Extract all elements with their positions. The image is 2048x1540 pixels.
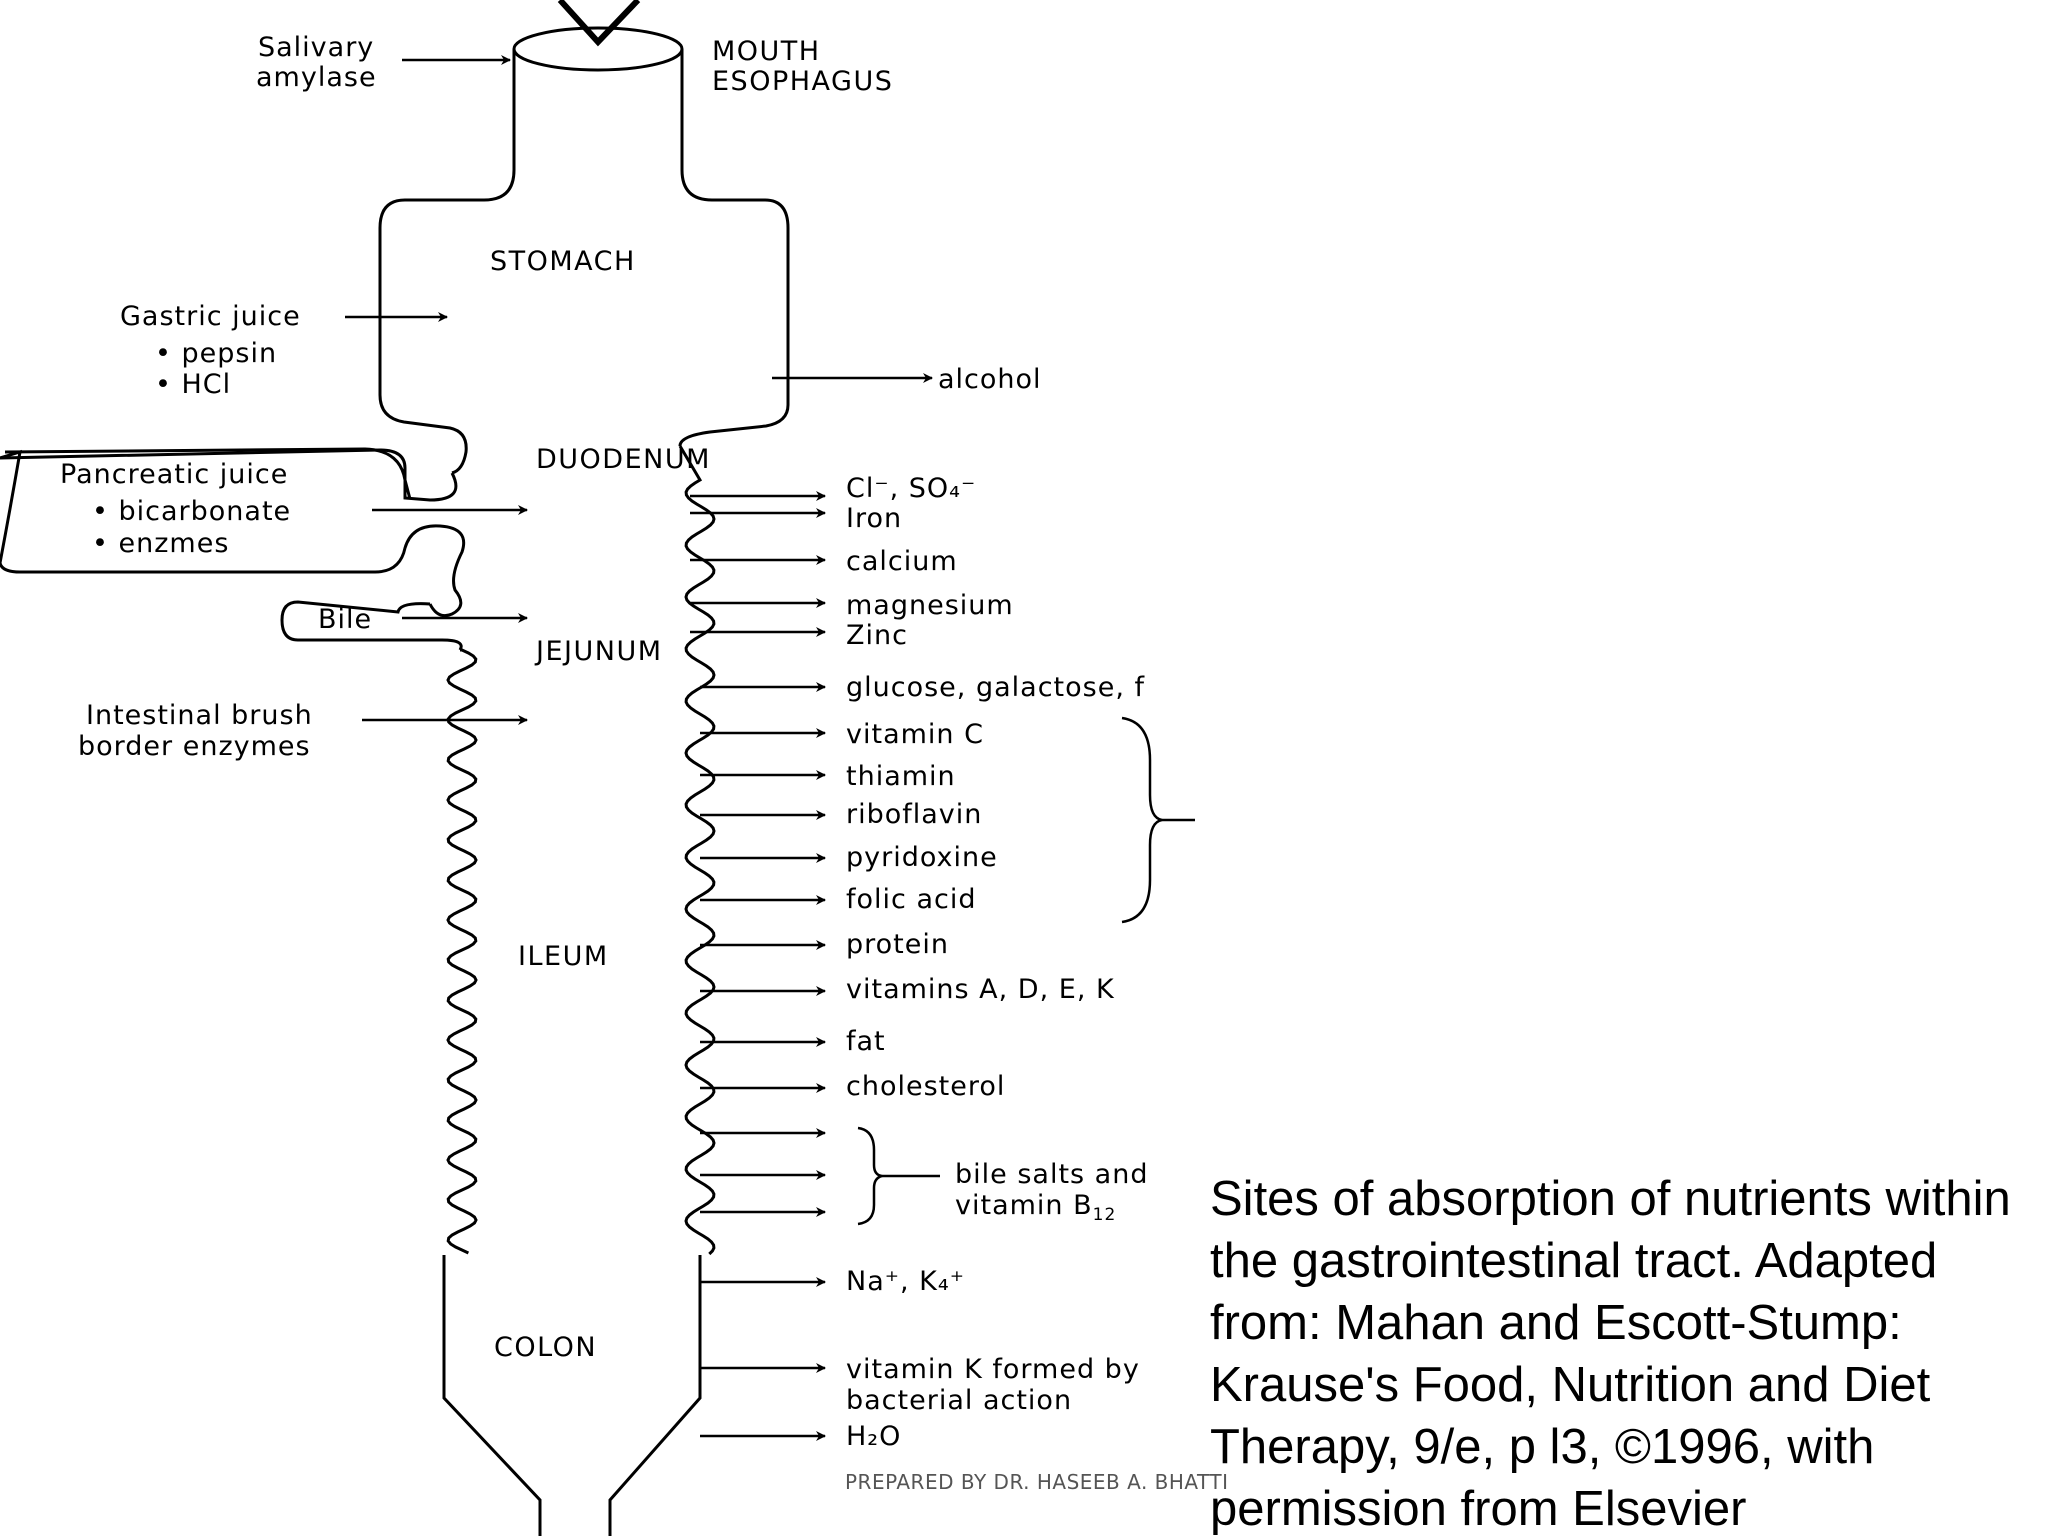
left-intestinal-wall bbox=[446, 648, 478, 1255]
brush-label-1: Intestinal brush bbox=[86, 700, 313, 731]
colon-right-wall bbox=[608, 1255, 702, 1536]
intake-arrow-icon bbox=[557, 0, 641, 47]
fat-label: fat bbox=[846, 1026, 886, 1057]
right-intestinal-wall bbox=[678, 445, 716, 1256]
pyridoxine-label: pyridoxine bbox=[846, 842, 998, 873]
bile-salts-label-2-text: vitamin B bbox=[955, 1190, 1093, 1221]
h2o-label: H₂O bbox=[846, 1421, 901, 1452]
bile-salts-label-2-sub: 12 bbox=[1093, 1205, 1117, 1225]
cl-so4-label: Cl⁻, SO₄⁻ bbox=[846, 473, 976, 504]
secretion-labels: Salivary amylase Gastric juice • pepsin … bbox=[60, 32, 377, 762]
pancreatic-bicarbonate: • bicarbonate bbox=[92, 496, 291, 527]
jejunum-label: JEJUNUM bbox=[534, 636, 663, 667]
bile-label: Bile bbox=[318, 604, 372, 635]
figure-caption: Sites of absorption of nutrients within … bbox=[1210, 1172, 2011, 1536]
protein-label: protein bbox=[846, 929, 949, 960]
esophagus-label: ESOPHAGUS bbox=[712, 66, 893, 97]
zinc-label: Zinc bbox=[846, 620, 908, 651]
pancreatic-label: Pancreatic juice bbox=[60, 459, 288, 490]
absorption-arrows bbox=[690, 373, 933, 1441]
gastric-label: Gastric juice bbox=[120, 301, 301, 332]
bile-salts-brace bbox=[857, 1126, 883, 1226]
vitamins-adek-label: vitamins A, D, E, K bbox=[846, 974, 1115, 1005]
vitamin-k-label-1: vitamin K formed by bbox=[846, 1354, 1140, 1385]
vitamin-c-label: vitamin C bbox=[846, 719, 984, 750]
gastric-pepsin: • pepsin bbox=[155, 338, 277, 369]
brush-label-2: border enzymes bbox=[78, 731, 311, 762]
riboflavin-label: riboflavin bbox=[846, 799, 982, 830]
salivary-label-2: amylase bbox=[256, 62, 377, 93]
duodenum-label: DUODENUM bbox=[536, 444, 711, 475]
mouth-label: MOUTH bbox=[712, 36, 821, 67]
ileum-label: ILEUM bbox=[518, 941, 609, 972]
colon-label: COLON bbox=[494, 1332, 597, 1363]
glucose-label: glucose, galactose, f bbox=[846, 672, 1145, 703]
stomach-label: STOMACH bbox=[490, 246, 636, 277]
tract-outline bbox=[0, 0, 790, 1536]
magnesium-label: magnesium bbox=[846, 590, 1014, 621]
secretion-arrows bbox=[345, 55, 528, 725]
alcohol-label: alcohol bbox=[938, 364, 1042, 395]
salivary-label-1: Salivary bbox=[258, 32, 374, 63]
credit-text: PREPARED BY DR. HASEEB A. BHATTI bbox=[845, 1470, 1229, 1494]
na-k-label: Na⁺, K₄⁺ bbox=[846, 1266, 965, 1297]
iron-label: Iron bbox=[846, 503, 902, 534]
pancreatic-box bbox=[4, 447, 412, 500]
absorbed-labels: alcohol Cl⁻, SO₄⁻ Iron calcium magnesium… bbox=[846, 364, 1148, 1452]
thiamin-label: thiamin bbox=[846, 761, 956, 792]
pancreatic-enzmes: • enzmes bbox=[92, 528, 229, 559]
b-vitamins-brace bbox=[1121, 716, 1163, 924]
vitamin-k-label-2: bacterial action bbox=[846, 1385, 1072, 1416]
calcium-label: calcium bbox=[846, 546, 958, 577]
region-labels: MOUTH ESOPHAGUS STOMACH DUODENUM JEJUNUM… bbox=[490, 36, 893, 1363]
colon-left-wall bbox=[442, 1255, 542, 1536]
cholesterol-label: cholesterol bbox=[846, 1071, 1005, 1102]
mouth-opening bbox=[512, 26, 684, 72]
gastric-hcl: • HCl bbox=[155, 369, 231, 400]
bile-duct bbox=[280, 600, 463, 651]
bile-salts-label-1: bile salts and bbox=[955, 1159, 1148, 1190]
bile-salts-label-2: vitamin B12 bbox=[955, 1190, 1116, 1225]
folic-acid-label: folic acid bbox=[846, 884, 977, 915]
